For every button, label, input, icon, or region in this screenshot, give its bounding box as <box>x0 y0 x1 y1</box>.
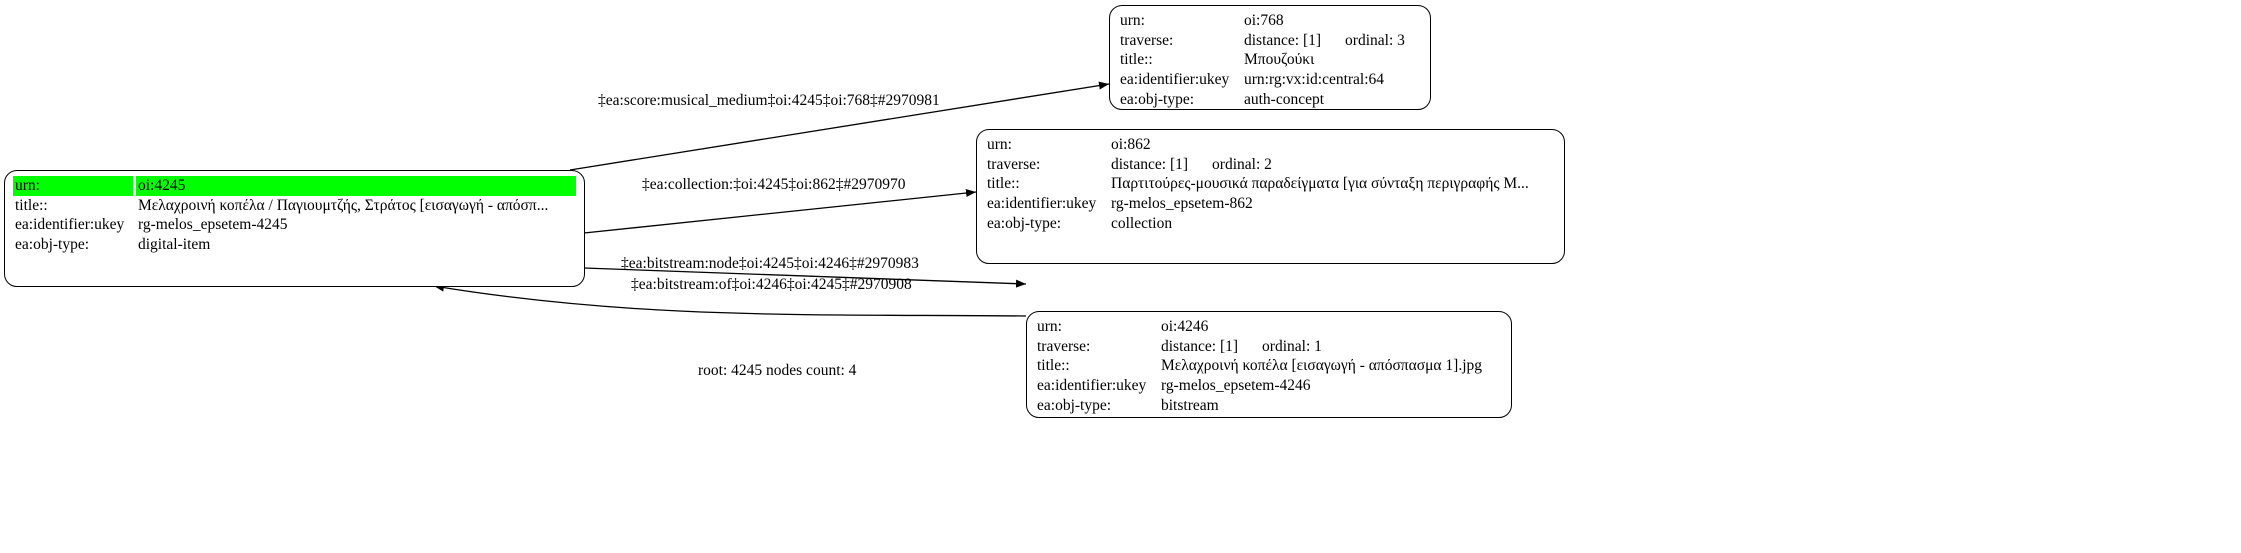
row-value: oi:4245 <box>136 176 576 196</box>
row-value: oi:4246 <box>1161 318 1209 335</box>
node-row-title: title::Μελαχροινή κοπέλα / Παγιουμτζής, … <box>13 196 576 216</box>
node-row-ukey: ea:identifier:ukey rg-melos_epsetem-4246 <box>1035 376 1503 396</box>
node-row-obj-type: ea:obj-type: bitstream <box>1035 396 1503 416</box>
node-row-urn: urn:oi:4245 <box>13 176 576 196</box>
node-row-title: title::Μπουζούκι <box>1118 50 1422 70</box>
row-key: title:: <box>987 175 1020 193</box>
node-row-urn: urn: oi:768 <box>1118 11 1422 31</box>
row-key: urn: <box>1037 318 1062 335</box>
edge-label: ‡ea:bitstream:node‡oi:4245‡oi:4246‡#2970… <box>621 255 919 272</box>
row-value: digital-item <box>138 236 211 254</box>
row-key: ea:obj-type: <box>15 236 90 254</box>
row-value: oi:862 <box>1111 136 1151 153</box>
row-key: title:: <box>1120 51 1153 69</box>
row-key: ea:obj-type: <box>987 214 1062 232</box>
row-key: urn: <box>1120 12 1145 29</box>
row-value: rg-melos_epsetem-4245 <box>138 216 288 234</box>
row-value: rg-melos_epsetem-862 <box>1111 195 1253 213</box>
node-row-traverse: traverse: distance: [1] ordinal: 3 <box>1118 31 1422 51</box>
row-key: ea:identifier:ukey <box>15 216 125 234</box>
ordinal-value: ordinal: 3 <box>1345 31 1405 49</box>
row-key: traverse: <box>1120 31 1174 49</box>
row-value: Μελαχροινή κοπέλα [εισαγωγή - απόσπασμα … <box>1161 357 1483 375</box>
node-row-obj-type: ea:obj-type: digital-item <box>13 235 576 255</box>
row-value: Μπουζούκι <box>1244 51 1315 69</box>
ordinal-value: ordinal: 2 <box>1212 155 1272 173</box>
row-key: urn: <box>13 176 133 196</box>
row-value: urn:rg:vx:id:central:64 <box>1244 71 1385 89</box>
graph-footer: root: 4245 nodes count: 4 <box>698 362 857 379</box>
edge-collection <box>583 189 977 234</box>
row-value: Παρτιτούρες-μουσικά παραδείγματα [για σύ… <box>1111 175 1529 193</box>
node-oi-4246[interactable]: urn: oi:4246 traverse: distance: [1] ordina… <box>1026 311 1512 418</box>
node-row-ukey: ea:identifier:ukey rg-melos_epsetem-4245 <box>13 215 576 235</box>
row-key: ea:obj-type: <box>1037 396 1112 414</box>
edge-label: ‡ea:collection:‡oi:4245‡oi:862‡#2970970 <box>642 176 906 193</box>
node-row-ukey: ea:identifier:ukey urn:rg:vx:id:central:6… <box>1118 70 1422 90</box>
edge-label: ‡ea:score:musical_medium‡oi:4245‡oi:768‡… <box>598 92 940 109</box>
node-row-ukey: ea:identifier:ukey rg-melos_epsetem-862 <box>985 194 1556 214</box>
row-value: Μελαχροινή κοπέλα / Παγιουμτζής, Στράτος… <box>138 196 549 214</box>
node-row-urn: urn: oi:4246 <box>1035 317 1503 337</box>
node-oi-768[interactable]: urn: oi:768 traverse: distance: [1] ordinal… <box>1109 5 1431 110</box>
row-key: traverse: <box>987 155 1041 173</box>
node-row-obj-type: ea:obj-type: auth-concept <box>1118 90 1422 110</box>
row-key: ea:obj-type: <box>1120 90 1195 108</box>
row-value: auth-concept <box>1244 90 1325 108</box>
edge-score-musical-medium <box>569 81 1110 171</box>
distance-value: distance: [1] <box>1161 337 1239 355</box>
node-oi-862[interactable]: urn: oi:862 traverse: distance: [1] ordinal… <box>976 129 1565 264</box>
node-row-traverse: traverse: distance: [1] ordinal: 2 <box>985 155 1556 175</box>
row-key: ea:identifier:ukey <box>1037 377 1147 395</box>
distance-value: distance: [1] <box>1111 155 1189 173</box>
edge-label: ‡ea:bitstream:of‡oi:4246‡oi:4245‡#297090… <box>631 276 912 293</box>
row-key: urn: <box>987 136 1012 153</box>
edge-bitstream-of <box>433 283 1027 317</box>
row-key: title:: <box>1037 357 1070 375</box>
row-value: rg-melos_epsetem-4246 <box>1161 377 1311 395</box>
edge-bitstream-node <box>583 267 1027 288</box>
node-row-obj-type: ea:obj-type: collection <box>985 214 1556 234</box>
distance-value: distance: [1] <box>1244 31 1322 49</box>
node-oi-4245[interactable]: urn:oi:4245 title::Μελαχροινή κοπέλα / Π… <box>4 170 585 287</box>
node-row-title: title::Μελαχροινή κοπέλα [εισαγωγή - από… <box>1035 356 1503 376</box>
ordinal-value: ordinal: 1 <box>1262 337 1322 355</box>
row-key: title:: <box>15 196 48 214</box>
node-row-title: title::Παρτιτούρες-μουσικά παραδείγματα … <box>985 174 1556 194</box>
row-value: collection <box>1111 214 1173 232</box>
row-value: oi:768 <box>1244 12 1284 29</box>
row-key: traverse: <box>1037 337 1091 355</box>
row-key: ea:identifier:ukey <box>987 195 1097 213</box>
row-key: ea:identifier:ukey <box>1120 71 1230 89</box>
node-row-urn: urn: oi:862 <box>985 135 1556 155</box>
node-row-traverse: traverse: distance: [1] ordinal: 1 <box>1035 337 1503 357</box>
row-value: bitstream <box>1161 396 1219 414</box>
